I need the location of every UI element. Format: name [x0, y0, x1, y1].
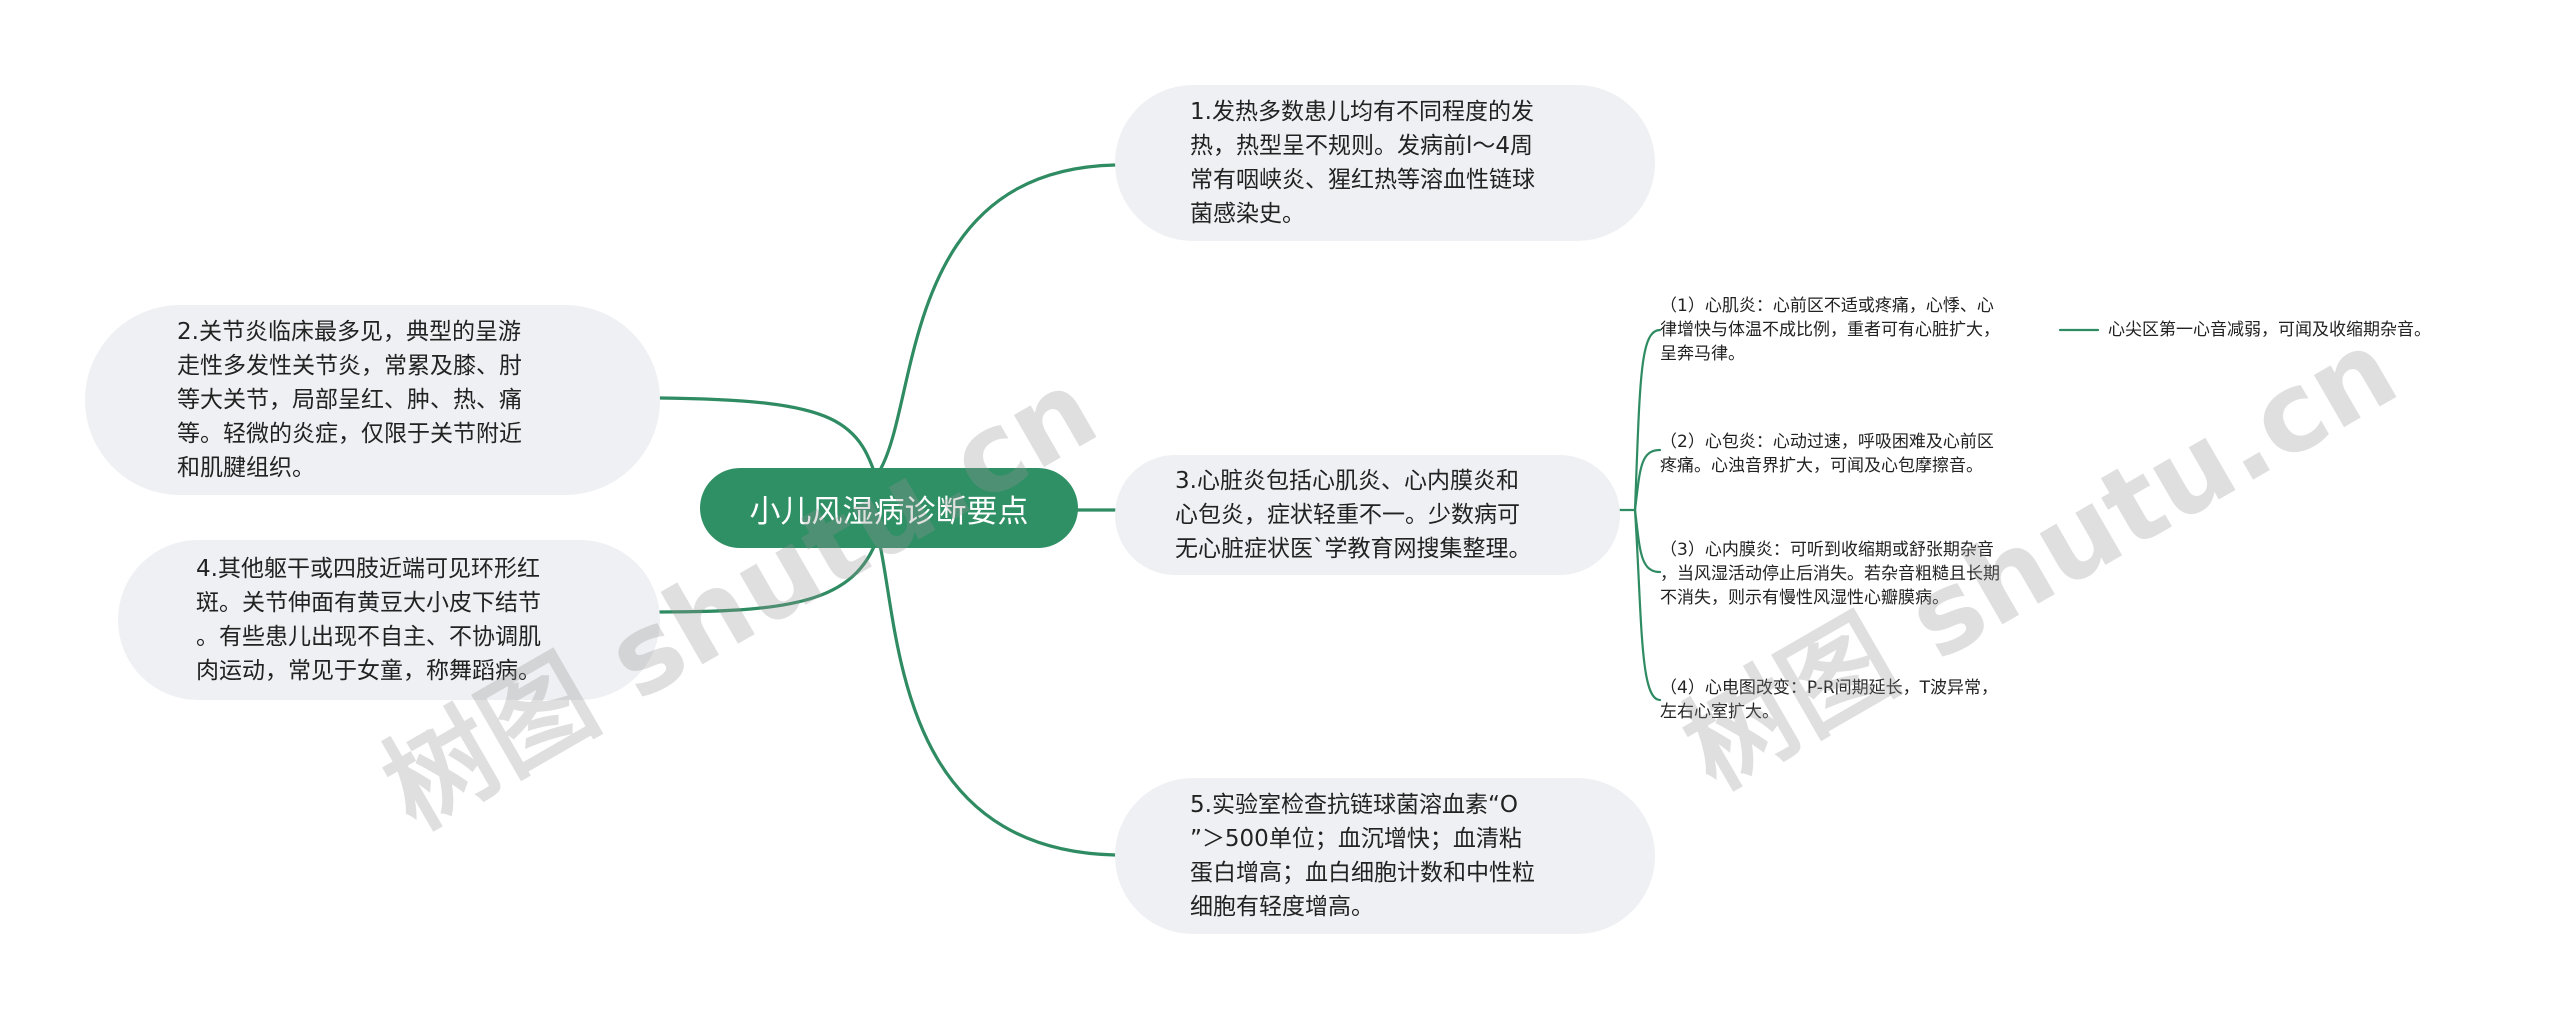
sub-node-endocarditis[interactable]: （3）心内膜炎：可听到收缩期或舒张期杂音 ，当风湿活动停止后消失。若杂音粗糙且长…	[1660, 540, 2000, 608]
connector-n3-s2	[1633, 448, 1662, 512]
connector-n3-s1	[1633, 328, 1662, 512]
connector-n3-s4	[1633, 508, 1662, 702]
branch-node-fever-text: 1.发热多数患儿均有不同程度的发 热，热型呈不规则。发病前l～4周 常有咽峡炎、…	[1190, 99, 1535, 227]
branch-node-lab-text: 5.实验室检查抗链球菌溶血素“O ”＞500单位；血沉增快；血清粘 蛋白增高；血…	[1190, 792, 1535, 920]
branch-node-fever[interactable]: 1.发热多数患儿均有不同程度的发 热，热型呈不规则。发病前l～4周 常有咽峡炎、…	[1115, 85, 1655, 241]
connector-root-n1	[878, 163, 1117, 472]
connector-root-n5	[878, 543, 1117, 857]
sub-node-pericarditis[interactable]: （2）心包炎：心动过速，呼吸困难及心前区 疼痛。心浊音界扩大，可闻及心包摩擦音。	[1660, 432, 1994, 476]
sub-node-heart-sound[interactable]: 心尖区第一心音减弱，可闻及收缩期杂音。	[2108, 320, 2431, 340]
branch-node-carditis[interactable]: 3.心脏炎包括心肌炎、心内膜炎和 心包炎，症状轻重不一。少数病可 无心脏症状医`…	[1115, 455, 1620, 575]
branch-node-carditis-text: 3.心脏炎包括心肌炎、心内膜炎和 心包炎，症状轻重不一。少数病可 无心脏症状医`…	[1175, 468, 1532, 562]
branch-node-lab[interactable]: 5.实验室检查抗链球菌溶血素“O ”＞500单位；血沉增快；血清粘 蛋白增高；血…	[1115, 778, 1655, 934]
root-topic[interactable]: 小儿风湿病诊断要点	[700, 468, 1078, 548]
branch-node-other-text: 4.其他躯干或四肢近端可见环形红 斑。关节伸面有黄豆大小皮下结节 。有些患儿出现…	[196, 556, 541, 684]
connector-root-n2	[658, 396, 882, 492]
root-topic-label: 小儿风湿病诊断要点	[749, 493, 1029, 530]
sub-node-myocarditis[interactable]: （1）心肌炎：心前区不适或疼痛，心悸、心 律增快与体温不成比例，重者可有心脏扩大…	[1660, 296, 2000, 364]
branch-node-other[interactable]: 4.其他躯干或四肢近端可见环形红 斑。关节伸面有黄豆大小皮下结节 。有些患儿出现…	[118, 540, 660, 700]
branch-node-arthritis[interactable]: 2.关节炎临床最多见，典型的呈游 走性多发性关节炎，常累及膝、肘 等大关节，局部…	[85, 305, 660, 495]
sub-node-ecg[interactable]: （4）心电图改变：P-R间期延长，T波异常， 左右心室扩大。	[1660, 678, 1999, 722]
connector-root-n4	[658, 528, 882, 614]
branch-node-arthritis-text: 2.关节炎临床最多见，典型的呈游 走性多发性关节炎，常累及膝、肘 等大关节，局部…	[177, 319, 522, 481]
